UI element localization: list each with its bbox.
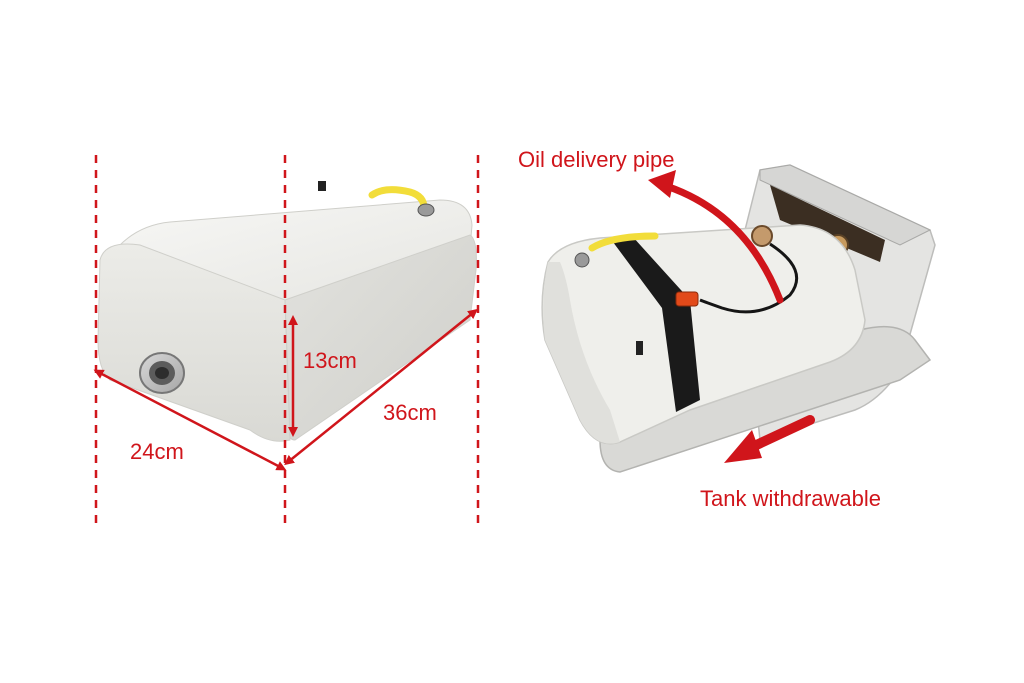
right-fuel-line xyxy=(588,232,659,252)
copper-fitting xyxy=(751,225,773,247)
length-label: 36cm xyxy=(383,400,437,425)
black-hose xyxy=(699,242,799,314)
right-assembly xyxy=(541,164,936,473)
height-label: 13cm xyxy=(303,348,357,373)
drain-knob xyxy=(636,341,643,355)
housing-opening xyxy=(770,185,885,262)
width-arrow xyxy=(93,369,287,471)
outlet-fitting xyxy=(139,352,185,394)
oil-pipe-arrowhead xyxy=(648,170,676,198)
fuel-line xyxy=(368,186,428,212)
withdraw-arrowhead xyxy=(724,430,762,463)
right-tank-front xyxy=(543,262,620,444)
dimension-arrows xyxy=(93,308,478,471)
fuel-line-fitting xyxy=(417,203,435,217)
withdrawable-callout: Tank withdrawable xyxy=(700,486,881,511)
housing-tray xyxy=(599,325,932,473)
housing-top-lip xyxy=(759,164,932,246)
right-tank-body xyxy=(541,224,866,445)
fuel-filter xyxy=(675,291,699,307)
oil-pipe-arrow xyxy=(656,180,784,304)
strap xyxy=(610,236,700,412)
top-cap xyxy=(318,181,326,191)
withdraw-arrow-shaft xyxy=(745,415,815,453)
oil-pipe-callout: Oil delivery pipe xyxy=(518,147,675,172)
length-arrow xyxy=(284,308,478,466)
width-label: 24cm xyxy=(130,439,184,464)
right-top-fitting xyxy=(574,252,590,268)
